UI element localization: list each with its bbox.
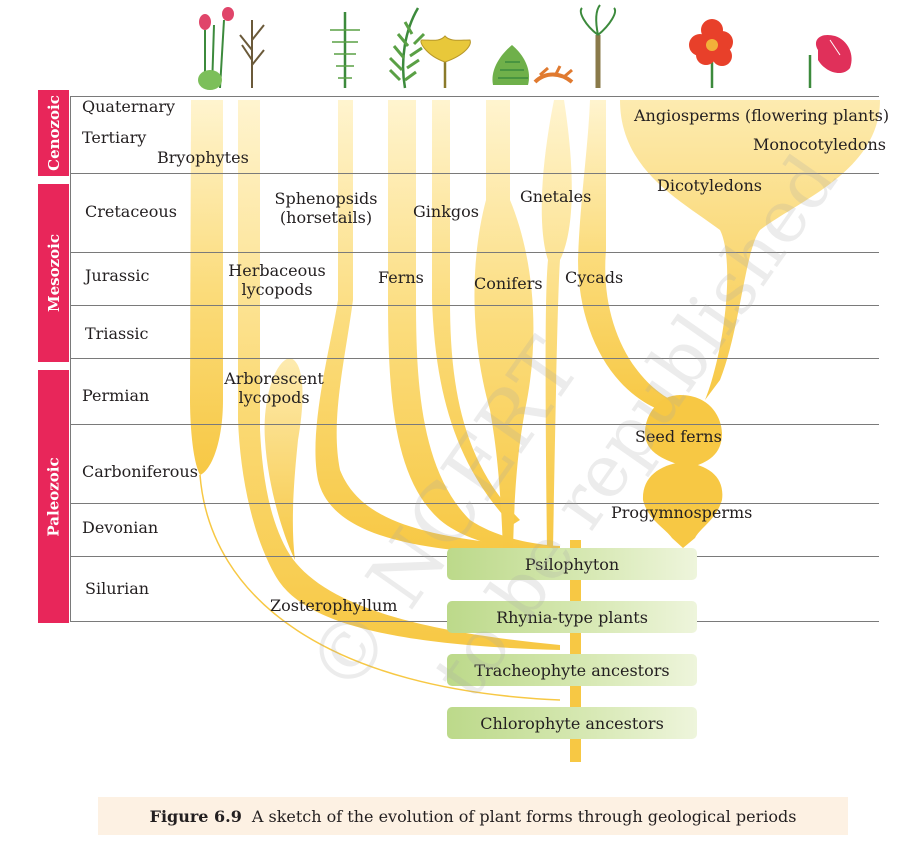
ancestor-chlorophyte: Chlorophyte ancestors: [447, 707, 697, 739]
period-tertiary: Tertiary: [82, 128, 147, 147]
label-arborescent-lycopods: Arborescent lycopods: [224, 369, 324, 407]
period-carboniferous: Carboniferous: [82, 462, 198, 481]
label-dicotyledons: Dicotyledons: [657, 176, 762, 195]
label-seed-ferns: Seed ferns: [635, 427, 722, 446]
ferns-branch: [388, 100, 560, 552]
period-cretaceous: Cretaceous: [85, 202, 177, 221]
ancestor-tracheophyte: Tracheophyte ancestors: [447, 654, 697, 686]
period-jurassic: Jurassic: [85, 266, 150, 285]
label-ferns: Ferns: [378, 268, 424, 287]
tulip-icon: [808, 34, 852, 88]
era-mesozoic: Mesozoic: [38, 184, 69, 362]
gnetales-icon: [533, 65, 574, 84]
central-stem: [570, 540, 581, 762]
label-cycads: Cycads: [565, 268, 624, 287]
period-permian: Permian: [82, 386, 150, 405]
period-triassic: Triassic: [85, 324, 149, 343]
period-line: [70, 173, 879, 174]
period-line: [70, 358, 879, 359]
moss-icon: [198, 7, 234, 90]
period-line: [70, 305, 879, 306]
period-axis: [70, 96, 71, 621]
ginkgos-branch: [432, 100, 520, 525]
label-angiosperms: Angiosperms (flowering plants): [634, 106, 890, 125]
horsetail-icon: [330, 12, 360, 88]
label-progymnosperms: Progymnosperms: [611, 503, 753, 522]
cycads-branch: [578, 100, 675, 410]
ancestor-psilophyton: Psilophyton: [447, 548, 697, 580]
label-sphenopsids: Sphenopsids (horsetails): [274, 189, 378, 227]
seed-ferns-branch: [645, 395, 722, 468]
conifer-icon: [492, 45, 530, 85]
label-gnetales: Gnetales: [520, 187, 592, 206]
label-monocotyledons: Monocotyledons: [753, 135, 886, 154]
progymnosperms-branch: [642, 462, 723, 548]
conifers-branch: [474, 100, 534, 550]
era-cenozoic: Cenozoic: [38, 90, 69, 176]
period-line: [70, 424, 879, 425]
label-herbaceous-lycopods: Herbaceous lycopods: [228, 261, 326, 299]
ancestor-rhynia-type-plants: Rhynia-type plants: [447, 601, 697, 633]
era-paleozoic: Paleozoic: [38, 370, 69, 623]
label-ginkgos: Ginkgos: [413, 202, 479, 221]
cycad-icon: [579, 4, 616, 88]
caption-label: Figure 6.9: [149, 806, 242, 826]
red-flower-icon: [689, 19, 733, 88]
period-quaternary: Quaternary: [82, 97, 176, 116]
period-line: [70, 96, 879, 97]
label-zosterophyllum: Zosterophyllum: [270, 596, 398, 615]
caption-text: A sketch of the evolution of plant forms…: [251, 806, 797, 826]
bryophytes-branch: [190, 100, 223, 475]
gnetales-branch: [541, 100, 572, 550]
angiosperms-branch: [620, 100, 880, 400]
lycopod-icon: [239, 20, 265, 88]
fern-icon: [388, 7, 426, 89]
bryophytes-root: [199, 474, 561, 701]
arborescent-lycopods-branch: [264, 358, 303, 560]
period-line: [70, 252, 879, 253]
label-bryophytes: Bryophytes: [157, 148, 249, 167]
figure-caption: Figure 6.9 A sketch of the evolution of …: [98, 797, 848, 835]
period-silurian: Silurian: [85, 579, 150, 598]
label-conifers: Conifers: [474, 274, 543, 293]
sphenopsids-branch: [315, 100, 560, 555]
period-devonian: Devonian: [82, 518, 159, 537]
plant-illustrations: [198, 4, 852, 90]
ginkgo-icon: [420, 35, 471, 88]
period-line: [70, 503, 879, 504]
